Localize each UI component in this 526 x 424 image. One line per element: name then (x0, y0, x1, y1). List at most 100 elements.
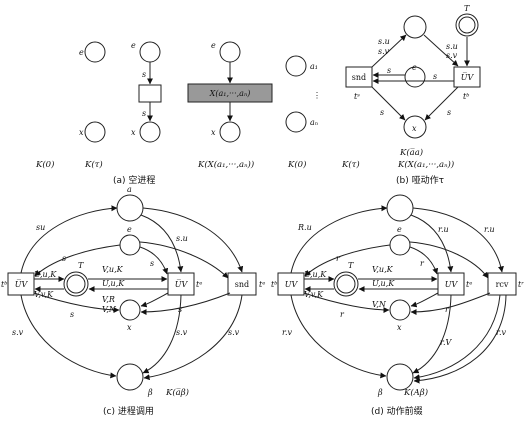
arc-a-snd (142, 207, 244, 273)
arc-e-left (304, 244, 391, 277)
place-T-outer (63, 271, 89, 297)
arc-left-top (290, 205, 388, 274)
label-sv2: s.v (446, 51, 458, 60)
place-T-inner (458, 16, 476, 34)
arc-left-a (20, 205, 118, 274)
label-k0: K(0) (35, 159, 54, 170)
label-snd: snd (235, 280, 249, 289)
arc-top-uv-right (410, 214, 454, 273)
label-tb: tᵇ (271, 280, 277, 289)
label-uvk: U,u,K (34, 270, 57, 279)
label-ru2: r.u (438, 225, 449, 234)
label-uv-left: UV (285, 280, 299, 289)
arc-right-x (410, 292, 439, 308)
label-beta: β (377, 388, 383, 397)
place-T-inner (336, 274, 356, 294)
label-sv: s.v (378, 47, 390, 56)
arc-snd-beta (143, 294, 243, 381)
label-uv-right: U̅V (175, 280, 189, 289)
arc-snd-x (140, 292, 231, 315)
label-T: T (348, 261, 354, 270)
label-s-arc1: s (142, 70, 146, 79)
arc-top-uv (423, 34, 459, 67)
label-te: tᵉ (466, 280, 472, 289)
label-uuk2: U,u,K (372, 279, 395, 288)
arc-e-snd (139, 241, 229, 279)
transition-uv (453, 66, 481, 88)
label-uv-left: U̅V (15, 280, 29, 289)
place-x (403, 115, 427, 139)
label-ts: tˢ (354, 92, 360, 101)
place-T-inner (66, 274, 86, 294)
label-xbox: X(a₁,···,aₙ) (209, 89, 251, 98)
arc-left-x (33, 292, 120, 313)
label-uv: U̅V (461, 73, 475, 82)
label-e: e (412, 63, 417, 72)
arc-top-rcv (412, 207, 504, 273)
label-vvk: V,v,K (304, 290, 324, 299)
label-su2: s.u (446, 42, 458, 51)
label-kx: K(X(a₁,···,aₙ)) (397, 159, 454, 170)
panel-d (277, 194, 517, 391)
place-T-outer (333, 271, 359, 297)
arc-left-beta (290, 294, 387, 379)
arc-snd-x (371, 86, 406, 121)
label-snd: snd (352, 73, 366, 82)
place-e (119, 234, 141, 256)
label-s4: s (178, 305, 182, 314)
label-ru3: r.u (484, 225, 495, 234)
label-e: e (79, 48, 84, 57)
label-su: su (36, 223, 45, 232)
arc-left-x (303, 292, 390, 313)
label-rv3: r.v (496, 328, 506, 337)
label-s2: s (150, 259, 154, 268)
label-r4: r (445, 305, 450, 314)
arc-e-left (34, 244, 121, 277)
transition-snd (345, 66, 373, 88)
place-top (403, 15, 427, 39)
arc-rcv-beta-2 (413, 294, 507, 384)
label-x: x (127, 323, 132, 332)
label-sv3: s.v (228, 328, 240, 337)
label-r2: r (420, 259, 425, 268)
place-beta (116, 363, 144, 391)
label-T: T (464, 4, 470, 13)
arc-snd-top (371, 34, 407, 68)
label-s3: s (380, 108, 384, 117)
label-r1: r (336, 254, 341, 263)
caption-d: (d) 动作前缀 (371, 405, 423, 417)
place-x (84, 121, 106, 143)
label-vn: V,N (372, 300, 387, 309)
label-e3: e (211, 41, 216, 50)
label-rv1: r.v (282, 328, 292, 337)
arc-uv-x (424, 86, 459, 121)
label-vn: V,N (102, 305, 117, 314)
label-k0b: K(0) (287, 159, 306, 170)
label-vuk: V,u,K (102, 265, 124, 274)
panel-a (84, 41, 307, 143)
label-r3: r (340, 310, 345, 319)
label-x: x (79, 128, 84, 137)
place-e (404, 66, 426, 88)
label-an: aₙ (310, 118, 318, 127)
place-a (116, 194, 144, 222)
label-uuk: U,u,K (304, 270, 327, 279)
label-uuk: U,u,K (102, 279, 125, 288)
label-s2: s (433, 72, 437, 81)
place-an (285, 111, 307, 133)
label-su: s.u (378, 37, 390, 46)
label-su2: s.u (176, 234, 188, 243)
place-e2 (139, 41, 161, 63)
label-rcv: rcv (496, 280, 509, 289)
label-ktau: K(τ) (84, 159, 103, 170)
arc-e-rcv (409, 241, 489, 279)
label-s1: s (62, 254, 66, 263)
label-kab: K(a̅β) (165, 387, 189, 398)
label-x: x (412, 124, 417, 133)
place-a1 (285, 55, 307, 77)
arc-left-beta (20, 294, 117, 379)
arc-e-right (139, 246, 169, 275)
place-x (389, 299, 411, 321)
